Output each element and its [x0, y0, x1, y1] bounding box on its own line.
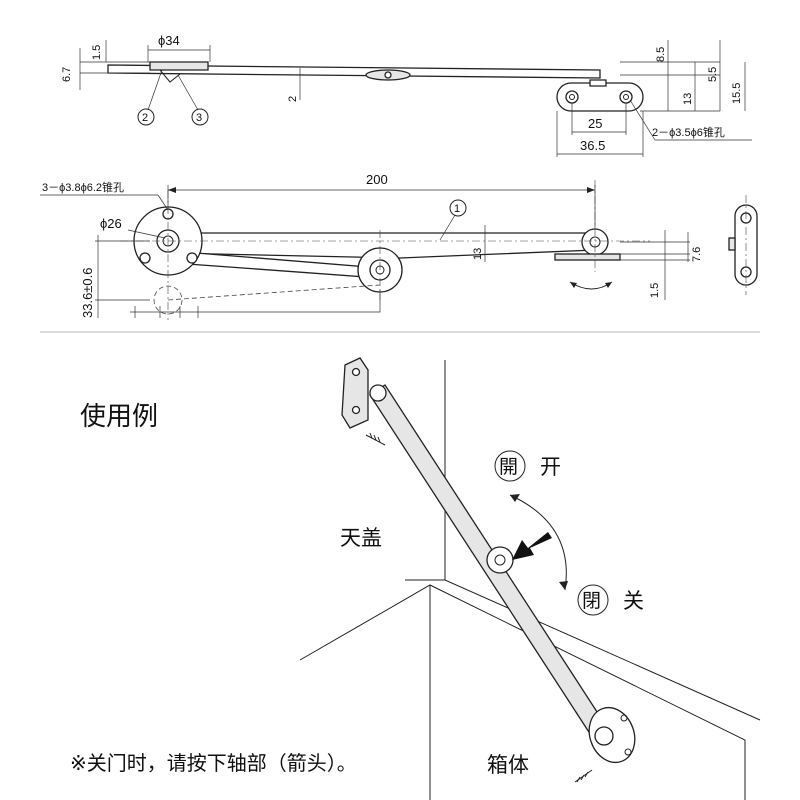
callout-3-circle	[191, 108, 209, 126]
top-view: ϕ34 1.5 6.7 2 8.5 13 5.5 15.5 25 36.5	[61, 33, 752, 157]
callout-1: 1	[454, 203, 460, 215]
dim-13-top: 13	[682, 93, 694, 105]
dim-13-front: 13	[472, 248, 484, 260]
open-label: 开	[540, 455, 561, 479]
front-hole-right	[186, 252, 198, 264]
dim-1-5-front: 1.5	[649, 283, 661, 298]
dim-33-6: 33.6±0.6	[80, 267, 95, 318]
top-left-rivet	[159, 69, 181, 83]
dim-1-5: 1.5	[91, 45, 103, 60]
usage-title: 使用例	[80, 402, 158, 432]
swing-arrow	[509, 494, 567, 591]
top-mid-pivot-pin	[384, 71, 392, 79]
dim-7-6: 7.6	[691, 247, 703, 262]
dim-5-5: 5.5	[707, 67, 719, 82]
push-arrow-icon	[512, 532, 552, 560]
dim-36-5: 36.5	[580, 138, 605, 153]
open-badge	[494, 450, 526, 482]
dim-200: 200	[366, 172, 388, 187]
dim-2: 2	[287, 96, 299, 102]
usage-top-bracket	[341, 357, 369, 429]
front-hole-left	[139, 252, 151, 264]
dim-8-5: 8.5	[655, 47, 667, 62]
callout-1-circle	[449, 199, 467, 217]
dim-phi26: ϕ26	[100, 216, 122, 231]
callout-2: 2	[142, 112, 148, 124]
usage-example: 開 开 閉 关 使用例 天盖 箱体 ※关门时，请按下轴部（箭头）。	[70, 357, 761, 800]
dim-6-7: 6.7	[61, 67, 73, 82]
top-bracket-hole-left	[565, 90, 579, 104]
top-left-plate	[149, 61, 209, 71]
lid-label: 天盖	[340, 526, 382, 550]
usage-note: ※关门时，请按下轴部（箭头）。	[70, 751, 357, 775]
dim-phi34: ϕ34	[158, 33, 180, 48]
dim-25: 25	[588, 116, 602, 131]
front-view: 200 3－ϕ3.8ϕ6.2锥孔 ϕ26 13 33.6±0.6 7.6 1.5…	[40, 172, 758, 320]
close-label: 关	[623, 589, 644, 613]
top-arm	[107, 64, 601, 79]
top-bracket-hole-right	[619, 90, 633, 104]
close-badge	[577, 584, 609, 616]
note-top-holes: 2－ϕ3.5ϕ6锥孔	[652, 126, 725, 139]
front-right-bracket	[554, 253, 621, 261]
usage-mid-joint	[486, 546, 514, 574]
note-front-holes: 3－ϕ3.8ϕ6.2锥孔	[42, 181, 124, 194]
callout-2-circle	[137, 108, 155, 126]
dim-15-5: 15.5	[731, 83, 743, 104]
box-label: 箱体	[487, 753, 529, 777]
open-badge-text: 開	[499, 456, 518, 478]
callout-3: 3	[196, 112, 202, 124]
box-edge	[299, 584, 746, 800]
close-badge-text: 閉	[582, 590, 601, 612]
